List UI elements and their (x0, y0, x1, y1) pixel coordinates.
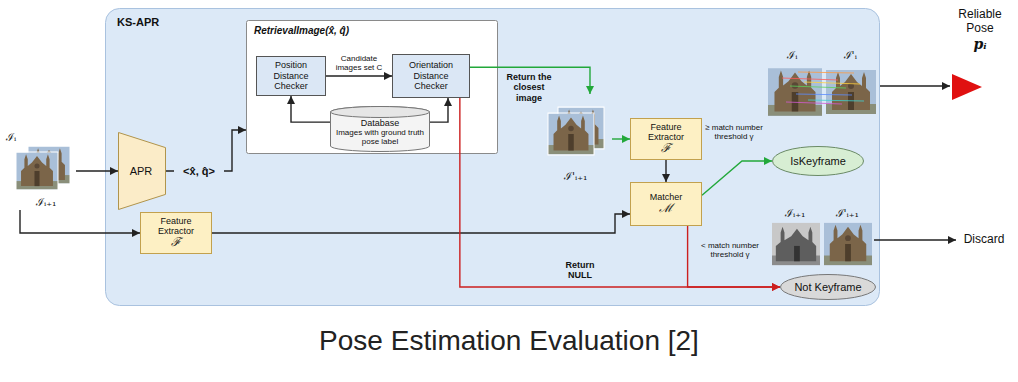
edge-label-patch: <x̂, q̂> (174, 165, 224, 178)
flow-arrow (880, 85, 950, 86)
image-label: ℐ'ᵢ₊₁ (564, 171, 587, 184)
feature-match-lines (782, 72, 864, 104)
discarded-photos (772, 223, 872, 265)
output-label: Reliable Pose (950, 8, 1010, 36)
box-label: Images with ground truth pose label (334, 128, 426, 146)
flow-arrow (212, 214, 630, 233)
function-title: RetrievalImage(x̂, q̂) (254, 25, 490, 37)
keyframe-ellipse: IsKeyframe (772, 146, 864, 176)
box-label: Position Distance Checker (261, 60, 321, 91)
ellipse-label: IsKeyframe (790, 155, 846, 168)
image-label: ℐ'ᵢ₊₁ (836, 208, 859, 221)
edge-label: Return the closest image (502, 72, 556, 103)
matcher-box: Matcherℳ (630, 182, 702, 226)
photo-frame (16, 152, 58, 190)
flow-arrow (874, 239, 956, 240)
input-image-pair: ℐᵢℐᵢ₊₁ (6, 132, 76, 210)
image-label: ℐ'ᵢ (844, 50, 857, 63)
output-label: pᵢ (973, 36, 986, 52)
photo-frame (548, 113, 594, 155)
retrieved-image-stack (548, 107, 604, 155)
ellipse-label: Not Keyframe (794, 281, 861, 294)
box-label: Matcher (650, 192, 683, 202)
edge-label: < match number threshold γ (700, 241, 760, 259)
edge-label-patch: ≥ match number threshold γ (705, 123, 763, 141)
box-label: Feature Extractor (145, 216, 207, 237)
edge-label-patch: < match number threshold γ (700, 241, 760, 259)
feature-extractor-box: Feature Extractorℱ (630, 118, 702, 160)
system-panel: KS-APR APR RetrievalImage(x̂, q̂) Position … (105, 8, 880, 306)
flow-arrow (20, 210, 140, 233)
figure-caption: Pose Estimation Evaluation [2] (0, 324, 1018, 358)
checker-box: Orientation Distance Checker (392, 54, 470, 98)
box-label: Database (361, 118, 400, 128)
not-keyframe-ellipse: Not Keyframe (780, 274, 876, 300)
pose-triangle-icon (952, 74, 982, 100)
flow-arrow (460, 98, 780, 287)
retrieved-image-pair: ℐ'ᵢℐ'ᵢ₊₁ (540, 94, 612, 184)
panel-title: KS-APR (117, 16, 868, 29)
input-image-stack (16, 146, 70, 190)
cylinder-body (331, 107, 430, 152)
discard-output: Discard (956, 231, 1012, 249)
flow-arrow (688, 226, 780, 287)
matched-photos (768, 68, 876, 116)
retrieval-box: RetrievalImage(x̂, q̂) Position Distance … (246, 20, 498, 154)
photo (826, 70, 876, 114)
flow-arrow (326, 75, 392, 76)
flow-arrow (612, 138, 630, 139)
pose-triangle (952, 74, 982, 100)
photo (772, 223, 820, 265)
edge-label-patch: Return the closest image (502, 72, 556, 103)
flow-arrow (76, 170, 118, 171)
discarded-image-pair: ℐᵢ₊₁ ℐ'ᵢ₊₁ (770, 208, 874, 272)
edge-label: Candidate images set C (328, 54, 390, 72)
flow-arrow (291, 96, 330, 122)
cylinder-top (331, 107, 430, 118)
box-label: ℱ (171, 236, 181, 250)
flow-arrow (665, 160, 666, 182)
edge-label-patch: Candidate images set C (328, 54, 390, 72)
edge-label-patch: Return NULL (557, 260, 603, 281)
output-label: Discard (964, 233, 1005, 247)
photo (824, 223, 872, 265)
edge-label: <x̂, q̂> (174, 165, 224, 178)
ellipse-shape (781, 275, 876, 300)
box-label: Feature Extractor (635, 122, 697, 143)
photo (16, 153, 58, 190)
apr-shape (119, 133, 166, 210)
flow-arrow (430, 98, 448, 122)
box-label: ℱ (661, 142, 671, 156)
image-label: ℐᵢ₊₁ (36, 197, 56, 210)
apr-network: APR (118, 132, 166, 210)
box-label: APR (130, 165, 153, 178)
matched-image-pair: ℐᵢ ℐ'ᵢ (764, 50, 880, 124)
panel-backing (106, 9, 880, 306)
image-label: ℐᵢ₊₁ (785, 208, 805, 221)
box-label: Orientation Distance Checker (397, 60, 465, 91)
checker-box: Position Distance Checker (256, 56, 326, 96)
edge-label: Return NULL (557, 260, 603, 281)
flow-arrow (702, 161, 772, 195)
edge-label: ≥ match number threshold γ (705, 123, 763, 141)
image-label: ℐᵢ (6, 132, 16, 145)
photo (768, 68, 822, 116)
database-cylinder: DatabaseImages with ground truth pose la… (330, 106, 430, 152)
box-label: ℳ (659, 202, 673, 216)
ellipse-shape (773, 147, 864, 176)
image-label: ℐᵢ (787, 50, 797, 63)
photo (548, 114, 594, 154)
reliable-pose-marker: Reliable Posepᵢ (950, 8, 1010, 104)
feature-extractor-box: Feature Extractorℱ (140, 212, 212, 254)
